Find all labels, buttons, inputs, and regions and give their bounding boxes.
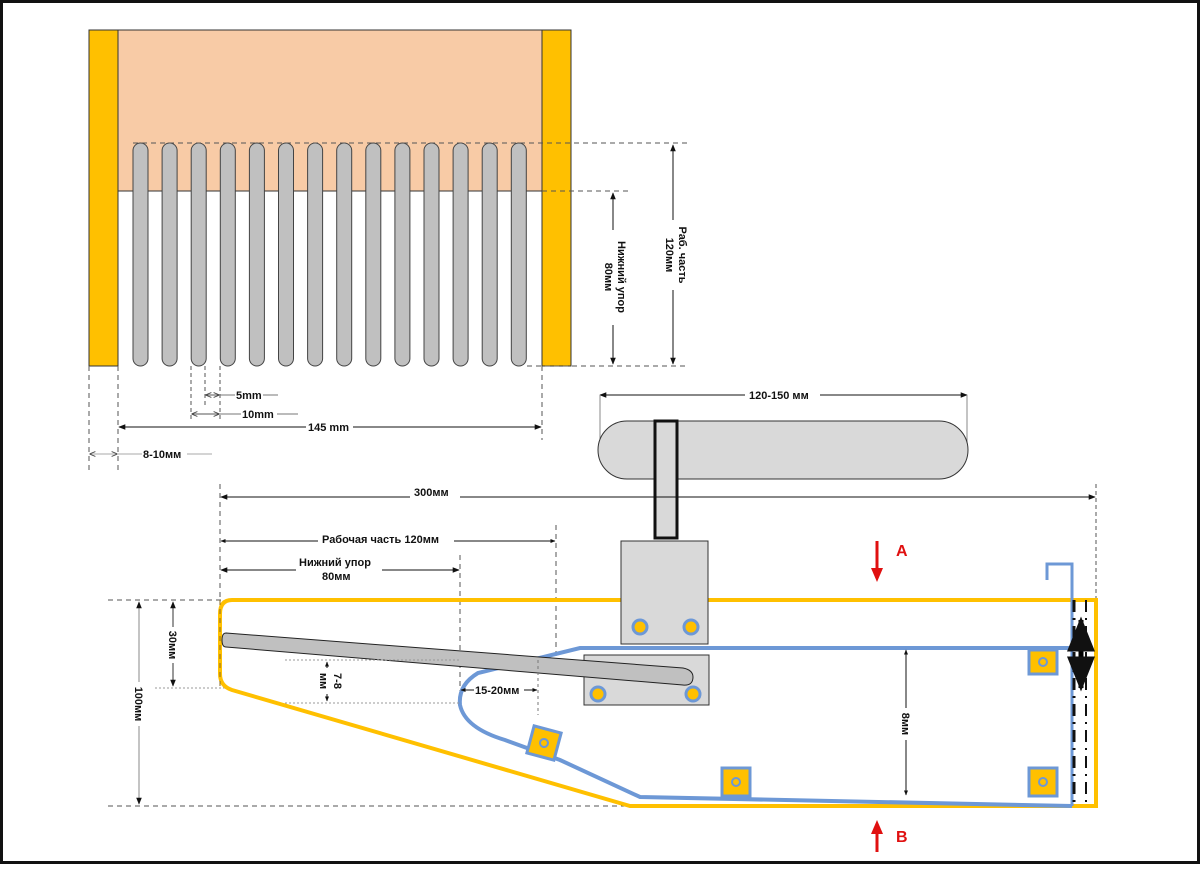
comb-side-left — [88, 29, 119, 367]
side-view: 300мм Рабочая часть 120мм Нижний упор 80… — [108, 484, 1098, 852]
label-lower-stop-side-2: 80мм — [322, 571, 351, 583]
bolt — [631, 618, 649, 636]
handle-stem — [653, 419, 679, 540]
comb-tooth — [248, 142, 265, 367]
comb-tooth — [452, 142, 469, 367]
label-lever-gap-2: мм — [317, 673, 329, 689]
comb-tooth — [394, 142, 411, 367]
square-bolt — [1027, 766, 1059, 798]
square-bolt — [1027, 648, 1059, 676]
arrow-b: B — [871, 820, 908, 852]
comb-tooth — [423, 142, 440, 367]
label-height-top: 30мм — [166, 631, 178, 660]
bolt — [684, 685, 702, 703]
comb-tooth — [365, 142, 382, 367]
label-arrow-a: A — [896, 543, 908, 560]
label-lever-gap-1: 7-8 — [331, 673, 343, 689]
label-total-length: 300мм — [414, 487, 449, 499]
comb-top-view: Нижний упор 80мм Раб. часть 120мм 5mm 10… — [88, 29, 688, 470]
label-side: 8-10мм — [143, 449, 181, 461]
label-handle-length: 120-150 мм — [749, 390, 809, 402]
comb-body — [117, 29, 543, 192]
label-working-part: Раб. часть — [676, 227, 688, 284]
lever-bar — [221, 632, 694, 686]
label-lower-stop-side-1: Нижний упор — [299, 557, 371, 569]
comb-tooth — [481, 142, 498, 367]
comb-tooth — [132, 142, 149, 367]
square-bolt — [525, 724, 563, 762]
label-working-part-value: 120мм — [663, 238, 675, 273]
label-pitch: 10mm — [242, 409, 274, 421]
label-arrow-b: B — [896, 829, 908, 846]
label-width: 145 mm — [308, 422, 349, 434]
bolt — [589, 685, 607, 703]
comb-teeth — [132, 142, 527, 367]
arrow-a: A — [871, 541, 908, 582]
bolt — [682, 618, 700, 636]
label-lower-stop-value: 80мм — [602, 263, 614, 292]
comb-side-right — [541, 29, 572, 367]
square-bolt — [720, 766, 752, 798]
comb-tooth — [307, 142, 324, 367]
guide-rail — [457, 646, 1073, 808]
handle-grip — [597, 420, 969, 480]
comb-tooth — [219, 142, 236, 367]
label-gap: 5mm — [236, 390, 262, 402]
label-lower-stop: Нижний упор — [615, 241, 627, 313]
comb-tooth — [278, 142, 294, 367]
comb-tooth — [510, 142, 527, 367]
label-height-total: 100мм — [132, 687, 144, 722]
handle: 120-150 мм — [597, 387, 969, 540]
comb-tooth — [190, 142, 207, 367]
comb-tooth — [161, 142, 178, 367]
label-inner-height: 8мм — [899, 713, 911, 735]
label-hook-gap: 15-20мм — [475, 685, 519, 697]
comb-tooth — [336, 142, 353, 367]
label-working-part-side: Рабочая часть 120мм — [322, 534, 439, 546]
